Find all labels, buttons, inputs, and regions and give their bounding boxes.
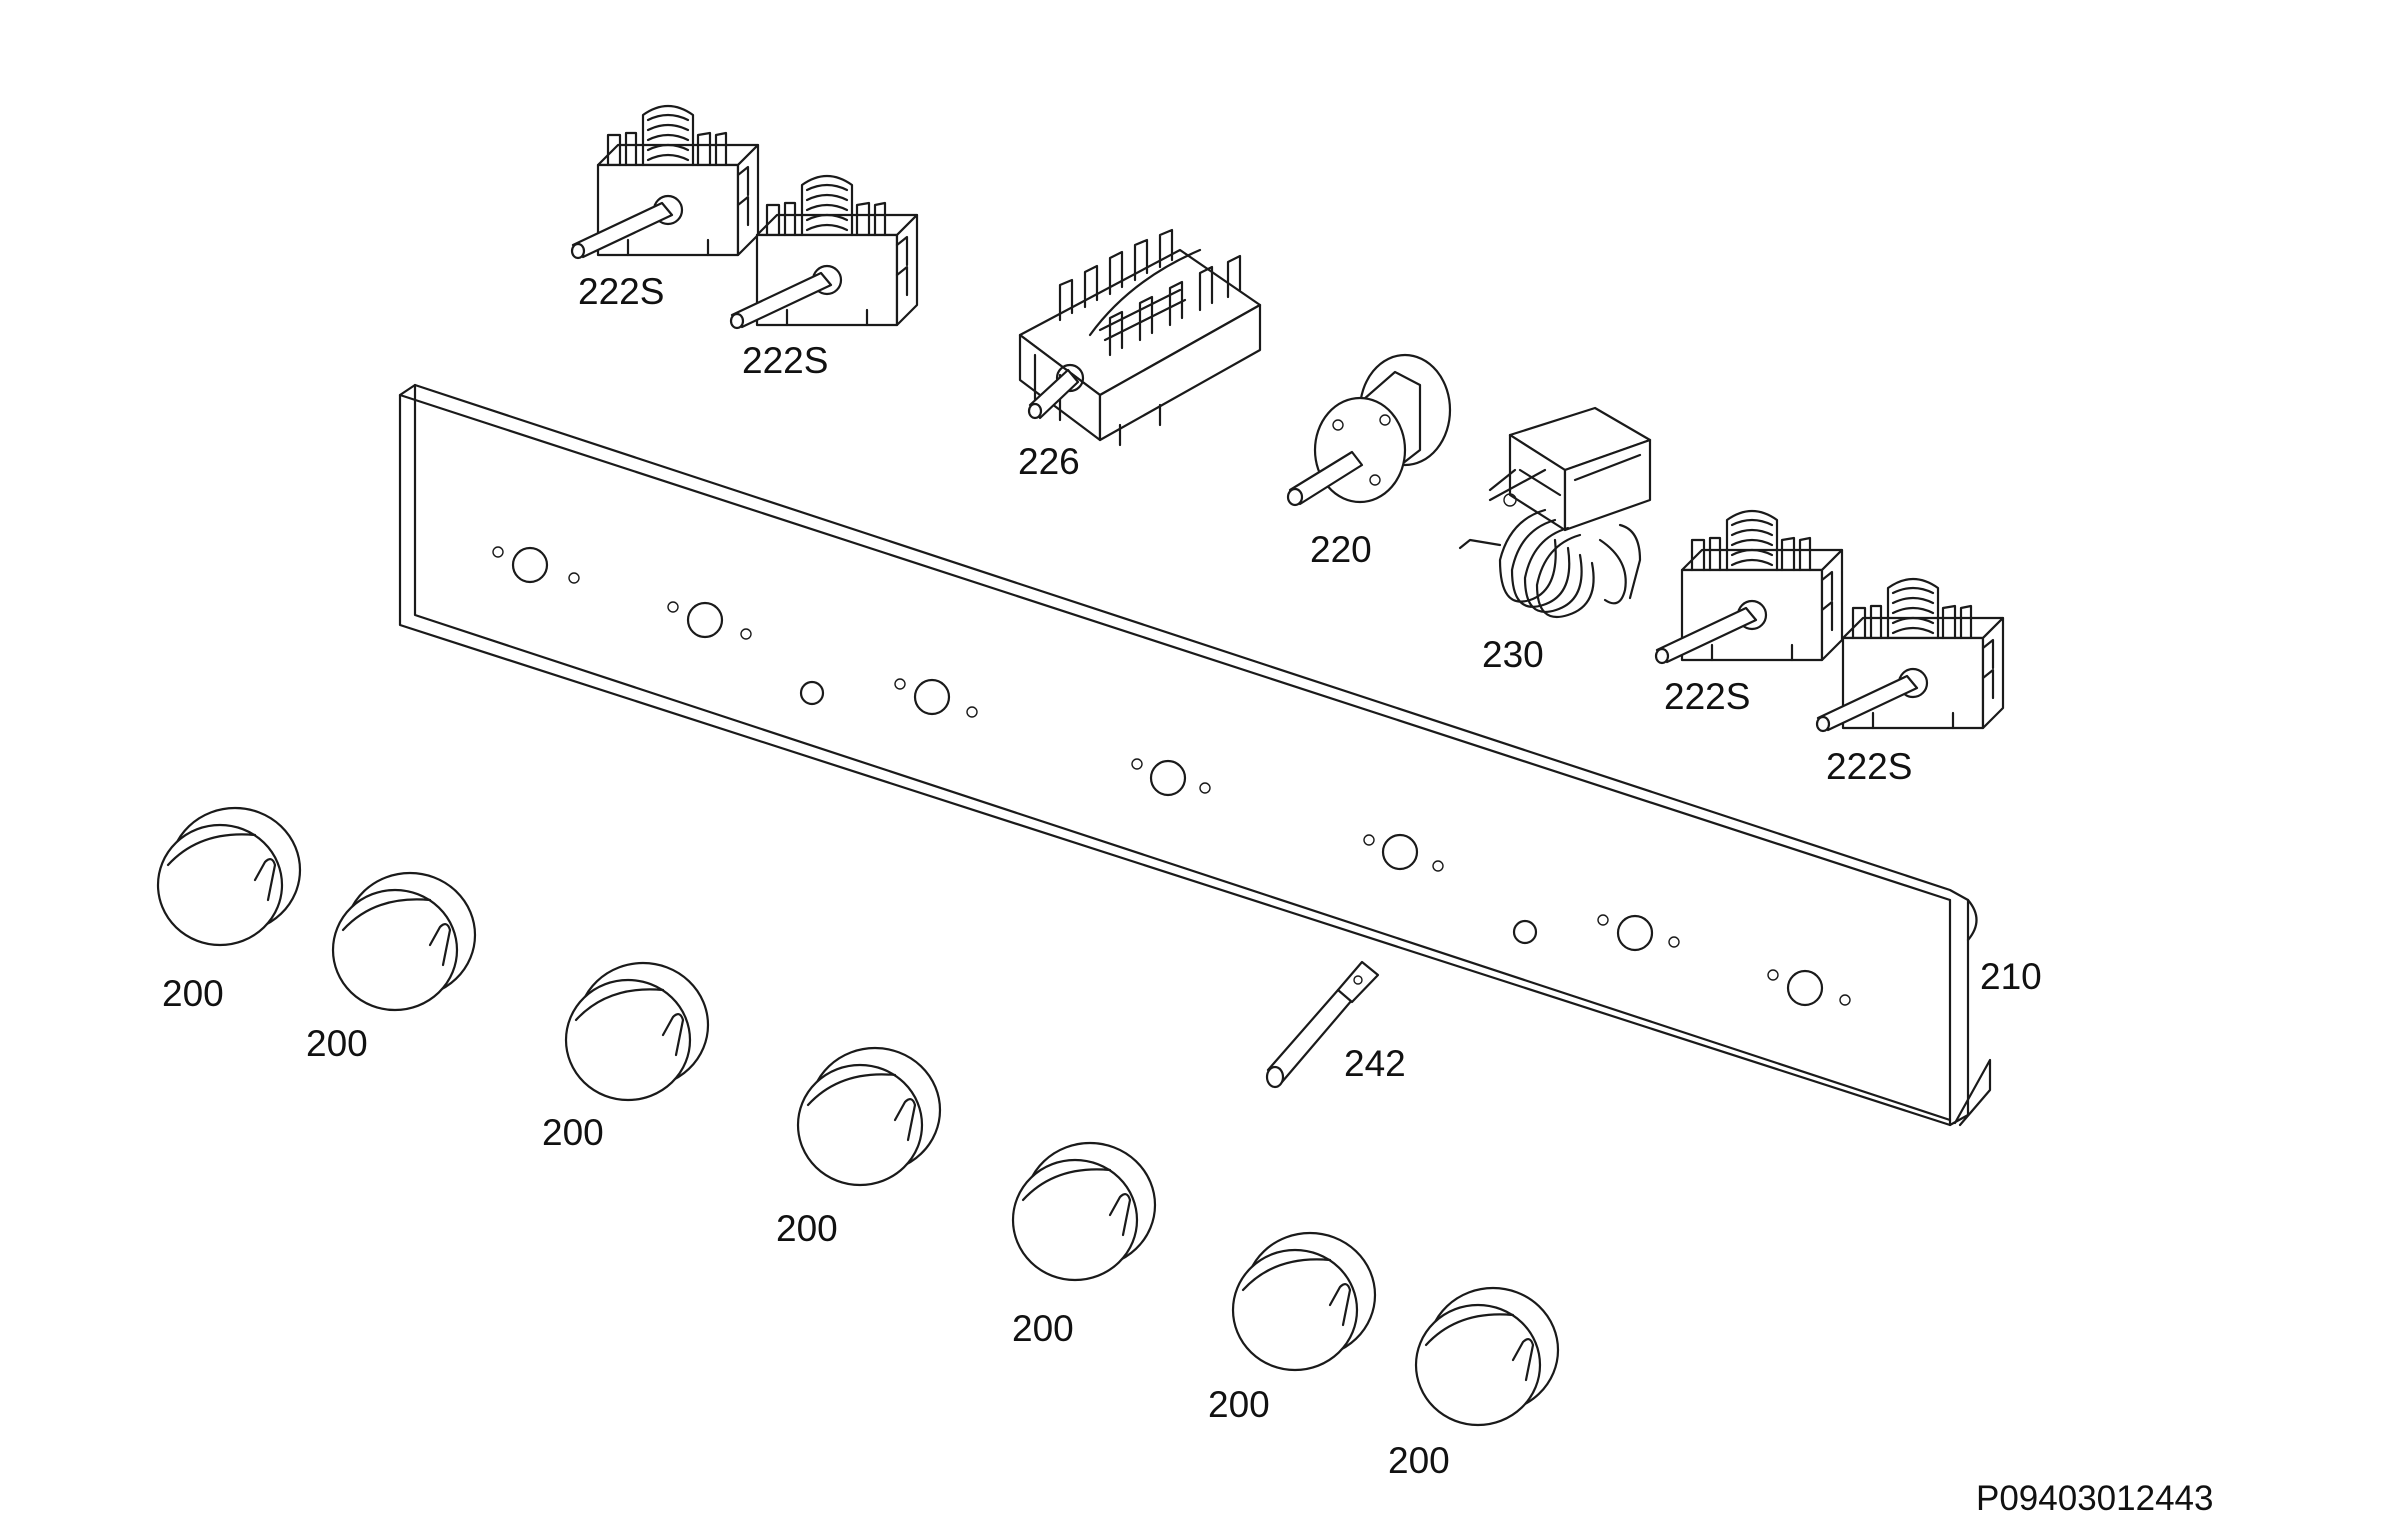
label-222s-4: 222S [1826, 746, 1913, 787]
label-200-6: 200 [1208, 1384, 1270, 1425]
label-200-2: 200 [306, 1023, 368, 1064]
label-226: 226 [1018, 441, 1080, 482]
label-200-7: 200 [1388, 1440, 1450, 1481]
control-panel-210 [398, 383, 1992, 1127]
label-222s-2: 222S [742, 340, 829, 381]
label-200-1: 200 [162, 973, 224, 1014]
label-210: 210 [1980, 956, 2042, 997]
rotary-switch-222s-3 [1654, 509, 1844, 665]
label-200-3: 200 [542, 1112, 604, 1153]
knob-200-6 [1231, 1231, 1377, 1372]
knob-200-7 [1414, 1286, 1560, 1427]
label-200-4: 200 [776, 1208, 838, 1249]
knob-200-1 [156, 806, 302, 947]
knob-200-5 [1011, 1141, 1157, 1282]
label-222s-3: 222S [1664, 676, 1751, 717]
panel-holes [492, 546, 1851, 1007]
knob-200-3 [564, 961, 710, 1102]
knob-200-2 [331, 871, 477, 1012]
label-230: 230 [1482, 634, 1544, 675]
label-200-5: 200 [1012, 1308, 1074, 1349]
rotary-switch-222s-1 [570, 104, 760, 260]
igniter-242 [1265, 960, 1380, 1089]
rotary-switch-222s-4 [1815, 577, 2005, 733]
thermostat-230 [1458, 406, 1652, 618]
document-id: P09403012443 [1976, 1479, 2214, 1518]
selector-switch-226 [1018, 228, 1262, 447]
label-220: 220 [1310, 529, 1372, 570]
energy-regulator-220 [1286, 353, 1452, 507]
label-242: 242 [1344, 1043, 1406, 1084]
knob-200-4 [796, 1046, 942, 1187]
label-222s-1: 222S [578, 271, 665, 312]
